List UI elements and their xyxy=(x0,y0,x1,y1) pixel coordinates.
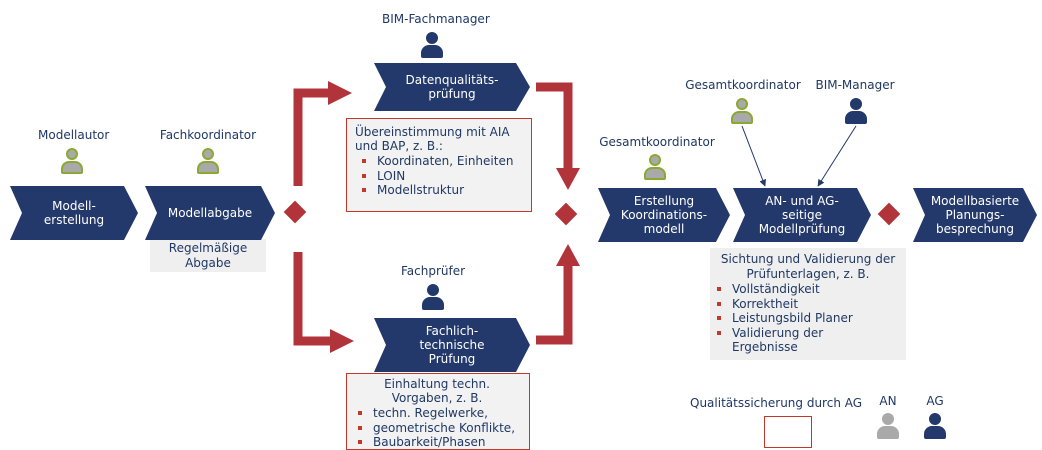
note-aia-bap: Übereinstimmung mit AIA und BAP, z. B.: … xyxy=(346,118,532,212)
note-sichtung-list: Vollständigkeit Korrektheit Leistungsbil… xyxy=(710,282,906,355)
role-gesamtkoordinator-left: Gesamtkoordinator xyxy=(599,135,715,149)
role-bim-manager: BIM-Manager xyxy=(815,78,895,92)
step-modellerstellung: Modell- erstellung xyxy=(10,186,138,240)
person-gesamtkoordinator-top-icon xyxy=(731,98,753,124)
list-item: techn. Regelwerke, xyxy=(351,406,523,421)
person-fachkoordinator-icon xyxy=(197,148,219,174)
legend-ag-label: AG xyxy=(926,394,944,408)
step-datenqualitaetspruefung: Datenqualitäts- prüfung xyxy=(374,63,530,111)
role-modellautor: Modellautor xyxy=(38,128,110,142)
role-fachkoordinator: Fachkoordinator xyxy=(159,128,257,142)
legend-an-person-icon xyxy=(877,413,899,439)
step-fachlich-technische-pruefung: Fachlich- technische Prüfung xyxy=(374,318,530,372)
role-gesamtkoordinator-top: Gesamtkoordinator xyxy=(685,78,801,92)
list-item: Validierung der Ergebnisse xyxy=(710,326,906,355)
list-item: LOIN xyxy=(355,169,525,184)
step-koordinationsmodell: Erstellung Koordinations- modell xyxy=(598,188,730,242)
step-planungsbesprechung: Modellbasierte Planungs- besprechung xyxy=(913,188,1037,242)
list-item: Vollständigkeit xyxy=(710,282,906,297)
list-item: Korrektheit xyxy=(710,297,906,312)
legend-an-label: AN xyxy=(879,394,897,408)
note-sichtung-intro: Sichtung und Validierung der Prüfunterla… xyxy=(720,252,896,281)
list-item: Leistungsbild Planer xyxy=(710,311,906,326)
list-item: geometrische Konflikte, xyxy=(351,421,523,436)
list-item: Modellstruktur xyxy=(355,183,525,198)
note-einhaltung-list: techn. Regelwerke, geometrische Konflikt… xyxy=(351,406,523,450)
legend-red-box xyxy=(764,416,812,448)
note-aia-intro: Übereinstimmung mit AIA und BAP, z. B.: xyxy=(355,125,510,153)
legend-ag-person-icon xyxy=(924,413,946,439)
note-regelmaessige-abgabe: Regelmäßige Abgabe xyxy=(150,239,266,272)
list-item: Koordinaten, Einheiten xyxy=(355,154,525,169)
person-gesamtkoordinator-left-icon xyxy=(644,154,666,180)
legend-qs-label: Qualitätssicherung durch AG xyxy=(690,396,863,410)
note-einhaltung: Einhaltung techn. Vorgaben, z. B. techn.… xyxy=(346,373,530,450)
role-bim-fachmanager: BIM-Fachmanager xyxy=(382,12,490,26)
note-einhaltung-intro: Einhaltung techn. Vorgaben, z. B. xyxy=(384,377,490,405)
person-bim-manager-icon xyxy=(845,98,867,124)
list-item: Baubarkeit/Phasen xyxy=(351,435,523,450)
step-an-ag-modellpruefung: AN- und AG- seitige Modellprüfung xyxy=(733,188,871,242)
note-aia-list: Koordinaten, Einheiten LOIN Modellstrukt… xyxy=(355,154,525,198)
role-fachpruefer: Fachprüfer xyxy=(400,264,466,278)
person-modellautor-icon xyxy=(61,148,83,174)
step-modellabgabe: Modellabgabe xyxy=(145,186,275,240)
person-fachpruefer-icon xyxy=(422,284,444,310)
person-bim-fachmanager-icon xyxy=(421,32,443,58)
note-sichtung: Sichtung und Validierung der Prüfunterla… xyxy=(710,248,906,360)
